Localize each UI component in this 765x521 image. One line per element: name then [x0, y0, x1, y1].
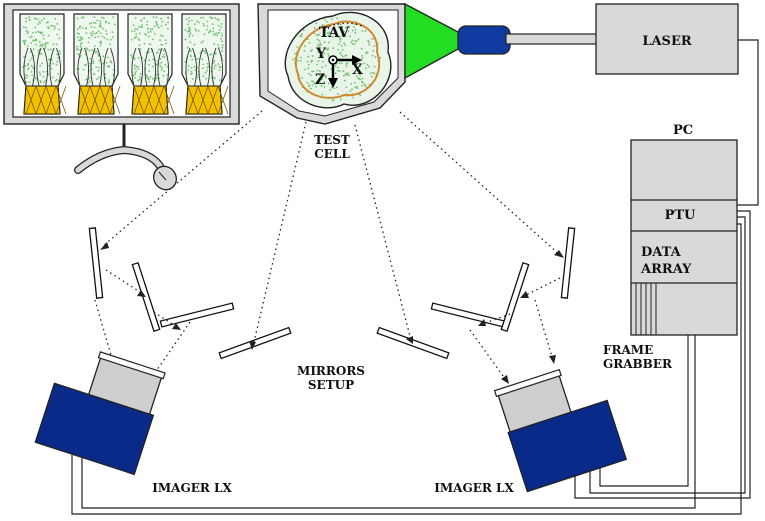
monitor-base	[75, 147, 163, 173]
x-axis-arrow-icon	[352, 55, 362, 65]
camera-right	[493, 368, 628, 493]
test-cell-label-line1: TEST	[314, 133, 350, 147]
mirror-left-outer	[88, 227, 104, 299]
mirror-right-mid	[500, 261, 530, 333]
vial-1	[19, 13, 67, 115]
ptu-left-camera-cable	[71, 223, 742, 515]
mirror-right-bottom	[430, 302, 506, 328]
data-array-label-line2: ARRAY	[640, 262, 692, 277]
mouse-button-line	[158, 171, 167, 181]
axis-x-label: X	[352, 62, 363, 78]
monitor	[3, 3, 240, 191]
tav-label: TAV	[319, 25, 350, 41]
camera-right-body	[507, 399, 628, 493]
axis-z-label: Z	[315, 72, 325, 88]
vial-4	[181, 13, 229, 115]
pc-label: PC	[673, 123, 693, 138]
cables	[71, 39, 759, 515]
frame-grabber-label-line2: GRABBER	[603, 357, 673, 371]
pc-tower: PC PTU DATA ARRAY FRAME GRABBER	[603, 123, 738, 371]
laser-ptu-cable	[737, 39, 759, 206]
camera-right-lens-ring	[493, 368, 562, 398]
vial-2	[73, 13, 121, 115]
ptu-right-camera-cable-2	[589, 216, 746, 494]
test-cell-label-line2: CELL	[314, 147, 350, 161]
test-cell: TAV X Y Z TEST CELL	[257, 3, 406, 161]
data-array-label-line1: DATA	[641, 245, 682, 260]
mirrors	[88, 227, 576, 360]
mirror-left-bottom	[159, 302, 235, 328]
imager-right-label: IMAGER LX	[434, 481, 514, 495]
y-axis-origin-dot	[331, 58, 335, 62]
axis-y-label: Y	[315, 46, 327, 62]
camera-left-body	[34, 382, 155, 476]
camera-left-lens-ring	[97, 351, 166, 380]
laser-arm	[505, 33, 599, 45]
mirror-right-outer	[560, 227, 576, 299]
valve-vials	[19, 13, 229, 115]
ptu-right-camera-cable	[574, 210, 751, 499]
optical-paths	[94, 110, 564, 387]
laser-optics-head	[457, 25, 511, 55]
mirrors-setup-label-line2: SETUP	[308, 378, 354, 392]
laser-label: LASER	[642, 34, 692, 49]
vial-3	[127, 13, 175, 115]
mouse-icon	[153, 165, 177, 191]
laser-assembly: LASER	[404, 2, 739, 80]
imager-left-label: IMAGER LX	[152, 481, 232, 495]
laser-sheet	[404, 2, 461, 80]
grabber-left-camera-cable	[81, 335, 696, 509]
ptu-label: PTU	[665, 208, 696, 223]
laser-box	[595, 3, 739, 75]
mirrors-setup-label-line1: MIRRORS	[297, 364, 365, 378]
z-axis-arrow-icon	[328, 78, 338, 88]
camera-left	[34, 351, 166, 476]
pc-box	[630, 139, 738, 336]
frame-grabber-label-line1: FRAME	[603, 343, 653, 357]
valve-leaflets	[294, 20, 380, 99]
